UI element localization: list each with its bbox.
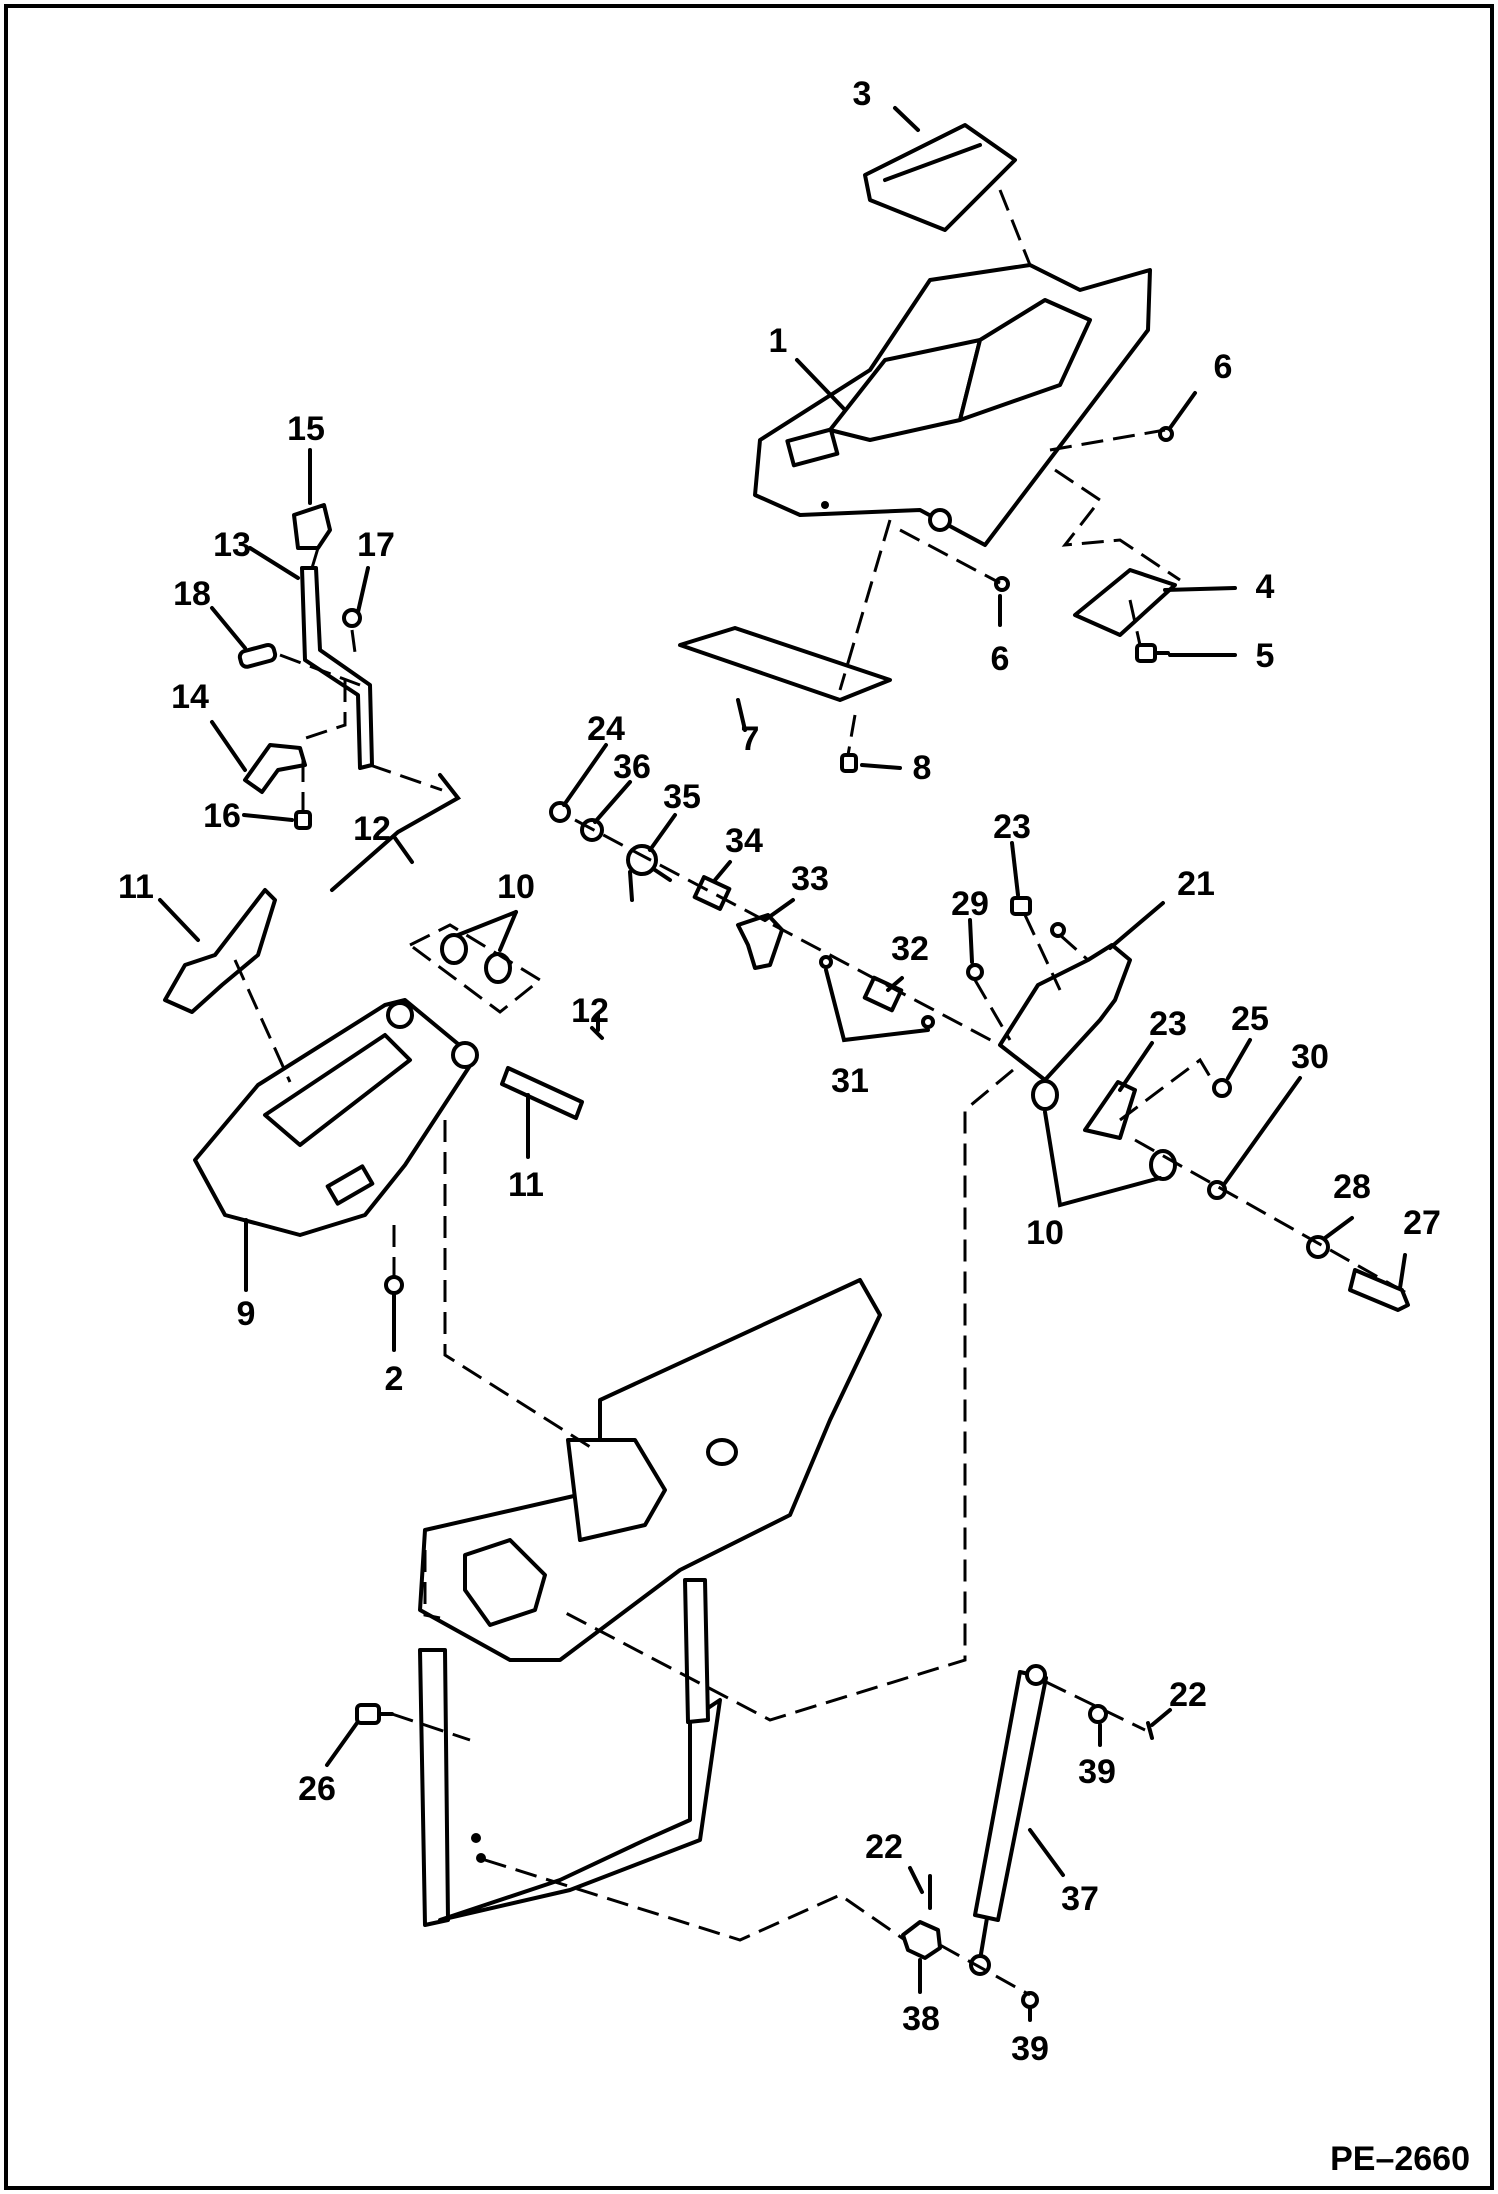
callout-10-lower: 10 bbox=[1026, 1214, 1064, 1252]
part-34-bushing bbox=[692, 875, 732, 911]
part-29-nut bbox=[966, 963, 984, 981]
callout-32: 32 bbox=[891, 930, 929, 968]
callout-37: 37 bbox=[1061, 1880, 1099, 1918]
part-22-pin-upper bbox=[1146, 1721, 1154, 1740]
part-12-pin bbox=[590, 1026, 604, 1040]
part-25-nut-left bbox=[549, 801, 571, 823]
callout-3: 3 bbox=[853, 75, 872, 113]
part-11-shaft bbox=[500, 1066, 584, 1120]
part-21-small-nut bbox=[1050, 922, 1066, 938]
callout-9: 9 bbox=[237, 1295, 256, 1333]
callout-24: 23 bbox=[993, 808, 1031, 846]
part-38-bushing bbox=[901, 1920, 942, 1960]
part-14-rod bbox=[330, 773, 462, 892]
callout-38: 38 bbox=[902, 2000, 940, 2038]
part-25-nut-right bbox=[1212, 1078, 1232, 1098]
callout-12: 12 bbox=[571, 992, 609, 1030]
callout-25-left: 24 bbox=[587, 710, 625, 748]
callout-39-upper: 39 bbox=[1078, 1753, 1116, 1791]
part-7-plate bbox=[678, 626, 892, 702]
part-17-knob bbox=[292, 503, 332, 550]
callout-25-right: 25 bbox=[1231, 1000, 1269, 1038]
callout-17: 15 bbox=[287, 410, 325, 448]
part-37-gas-spring bbox=[969, 1664, 1048, 1976]
callout-22-upper: 22 bbox=[1169, 1676, 1207, 1714]
callout-18: 16 bbox=[203, 797, 241, 835]
part-5-screw bbox=[1135, 643, 1170, 663]
part-1-console-housing bbox=[753, 263, 1152, 547]
callout-22-lower: 22 bbox=[865, 1828, 903, 1866]
diagram-border bbox=[4, 4, 1494, 2190]
drawing-reference-number: PE–2660 bbox=[1330, 2140, 1470, 2178]
part-2-nut bbox=[384, 1275, 404, 1295]
callout-11: 11 bbox=[508, 1166, 544, 1204]
callout-labels: 3 1 6 6 4 5 7 8 15 13 17 18 14 16 12 11 … bbox=[118, 75, 1441, 2068]
part-19-nut bbox=[342, 608, 362, 628]
callout-31: 31 bbox=[831, 1062, 869, 1100]
callout-29: 29 bbox=[951, 885, 989, 923]
part-39-nut-lower bbox=[1021, 1991, 1039, 2009]
callout-19: 17 bbox=[357, 526, 395, 564]
part-18-screw bbox=[294, 810, 312, 830]
part-8-screw bbox=[840, 753, 858, 773]
callout-16: 14 bbox=[171, 678, 209, 716]
callout-33: 33 bbox=[791, 860, 829, 898]
callout-20: 18 bbox=[173, 575, 211, 613]
callout-15: 13 bbox=[213, 526, 251, 564]
callout-5: 5 bbox=[1256, 637, 1275, 675]
part-4-bracket bbox=[1073, 568, 1177, 637]
callout-39-lower: 39 bbox=[1011, 2030, 1049, 2068]
part-33-bracket bbox=[736, 913, 784, 970]
callout-10-upper: 10 bbox=[497, 868, 535, 906]
main-console-frame bbox=[418, 1278, 882, 1927]
callout-7: 7 bbox=[741, 720, 760, 758]
part-20-spring bbox=[237, 642, 278, 669]
callout-1: 1 bbox=[769, 322, 788, 360]
part-31-ring-right bbox=[921, 1015, 935, 1029]
assembly-dashed-lines bbox=[233, 189, 1411, 1997]
callout-35: 35 bbox=[663, 778, 701, 816]
callout-34: 34 bbox=[725, 822, 763, 860]
callout-6-top: 6 bbox=[1214, 348, 1233, 386]
callout-26: 26 bbox=[298, 1770, 336, 1808]
part-31-ring-left bbox=[819, 955, 833, 969]
part-26-screw bbox=[355, 1703, 394, 1725]
callout-leaders bbox=[158, 106, 1407, 2022]
part-39-nut-upper bbox=[1088, 1704, 1108, 1724]
callout-2: 2 bbox=[385, 1360, 404, 1398]
callout-4: 4 bbox=[1256, 568, 1275, 606]
callout-13: 11 bbox=[118, 868, 154, 906]
part-6-screw-bottom bbox=[994, 576, 1010, 592]
part-24-screw bbox=[1010, 896, 1032, 916]
part-23-clevis bbox=[1083, 1080, 1137, 1140]
part-3-cover-plate bbox=[863, 123, 1017, 232]
part-9-pivot-housing bbox=[193, 998, 479, 1237]
callout-23: 23 bbox=[1149, 1005, 1187, 1043]
callout-8: 8 bbox=[913, 749, 932, 787]
part-35-torsion-spring bbox=[626, 844, 672, 902]
callout-6-bottom: 6 bbox=[991, 640, 1010, 678]
callout-14: 12 bbox=[353, 810, 391, 848]
callout-30: 30 bbox=[1291, 1038, 1329, 1076]
part-16-link bbox=[243, 743, 307, 794]
part-13-lever-bracket bbox=[163, 888, 277, 1014]
callout-28: 28 bbox=[1333, 1168, 1371, 1206]
callout-36: 36 bbox=[613, 748, 651, 786]
callout-21: 21 bbox=[1177, 865, 1215, 903]
callout-27: 27 bbox=[1403, 1204, 1441, 1242]
part-21-plate bbox=[998, 943, 1132, 1082]
